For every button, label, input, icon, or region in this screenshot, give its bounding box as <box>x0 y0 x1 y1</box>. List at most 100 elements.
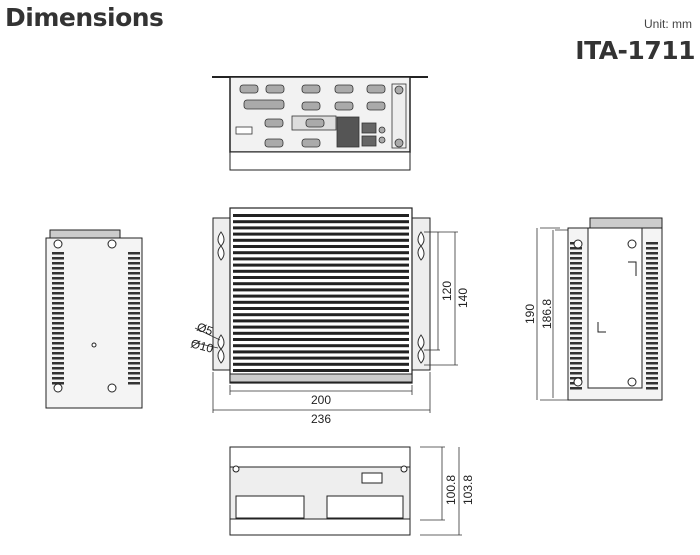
vent-slot <box>570 302 582 305</box>
vent-slot <box>646 307 658 310</box>
vent-slot <box>570 322 582 325</box>
vent-slot <box>128 292 140 295</box>
heatsink-fin <box>233 294 409 298</box>
vent-slot <box>128 267 140 270</box>
heatsink-fin <box>233 238 409 242</box>
vent-slot <box>52 322 64 325</box>
heatsink-fin <box>233 282 409 286</box>
vent-slot <box>646 282 658 285</box>
vent-slot <box>570 327 582 330</box>
heatsink-fin <box>233 300 409 304</box>
vent-slot <box>52 352 64 355</box>
vent-slot <box>646 362 658 365</box>
vent-slot <box>570 317 582 320</box>
vent-slot <box>52 262 64 265</box>
vent-slot <box>52 337 64 340</box>
heatsink-fin <box>233 245 409 248</box>
vent-slot <box>646 332 658 335</box>
dim-hole-10: Ø10 <box>189 336 215 355</box>
vent-slot <box>128 332 140 335</box>
heatsink-fin <box>233 257 409 261</box>
heatsink-fin <box>233 220 409 224</box>
vent-slot <box>570 292 582 295</box>
vent-slot <box>646 317 658 320</box>
vent-slot <box>570 262 582 265</box>
vent-slot <box>128 347 140 350</box>
heatsink-fin <box>233 288 409 292</box>
vent-slot <box>128 357 140 360</box>
heatsink-fin <box>233 226 409 230</box>
vent-slot <box>570 352 582 355</box>
vent-slot <box>646 367 658 370</box>
heatsink-fin <box>233 344 409 348</box>
vent-slot <box>128 342 140 345</box>
front-view <box>212 76 428 171</box>
vent-slot <box>570 362 582 365</box>
heatsink-fin <box>233 319 409 323</box>
vent-slot <box>52 327 64 330</box>
unit-label: Unit: mm <box>644 17 692 31</box>
vent-slot <box>128 377 140 380</box>
heatsink-fin <box>233 350 409 354</box>
vent-slot <box>52 382 64 385</box>
vent-slot <box>128 252 140 255</box>
vent-slot <box>570 272 582 275</box>
vent-slot <box>128 282 140 285</box>
vent-slot <box>128 302 140 305</box>
rear-view <box>229 446 411 536</box>
vent-slot <box>646 292 658 295</box>
page-title: Dimensions <box>5 3 164 32</box>
vent-slot <box>646 302 658 305</box>
vent-slot <box>128 322 140 325</box>
dim-mount-120: 120 <box>440 281 454 301</box>
vent-slot <box>128 367 140 370</box>
dim-width-200: 200 <box>311 393 331 407</box>
vent-slot <box>128 327 140 330</box>
vent-slot <box>570 277 582 280</box>
vent-slot <box>570 282 582 285</box>
vent-slot <box>52 372 64 375</box>
vent-slot <box>52 307 64 310</box>
vent-slot <box>52 342 64 345</box>
vent-slot <box>570 332 582 335</box>
heatsink-fin <box>233 307 409 310</box>
dim-depth-186-8: 186.8 <box>540 299 554 329</box>
right-side-view <box>567 217 663 401</box>
vent-slot <box>52 292 64 295</box>
model-name: ITA-1711 <box>575 36 695 65</box>
vent-slot <box>128 312 140 315</box>
heatsink-fin <box>233 313 409 317</box>
heatsink-fin <box>233 269 409 273</box>
vent-slot <box>128 287 140 290</box>
vent-slot <box>52 332 64 335</box>
vent-slot <box>52 297 64 300</box>
heatsink-fin <box>233 263 409 267</box>
heatsink-fin <box>233 362 409 366</box>
vent-slot <box>570 297 582 300</box>
vent-slot <box>128 382 140 385</box>
vent-slot <box>128 352 140 355</box>
dim-height-100-8: 100.8 <box>444 475 458 505</box>
vent-slot <box>570 342 582 345</box>
vent-slot <box>128 337 140 340</box>
heatsink-fin <box>233 369 409 372</box>
vent-slot <box>570 257 582 260</box>
vent-slot <box>52 267 64 270</box>
vent-slot <box>646 387 658 390</box>
vent-slot <box>128 372 140 375</box>
dim-height-103-8: 103.8 <box>461 475 475 505</box>
vent-slot <box>52 357 64 360</box>
vent-slot <box>52 312 64 315</box>
vent-slot <box>52 277 64 280</box>
vent-slot <box>52 252 64 255</box>
vent-slot <box>570 267 582 270</box>
vent-slot <box>52 257 64 260</box>
vent-slot <box>646 377 658 380</box>
heatsink-fin <box>233 331 409 335</box>
vent-slot <box>646 327 658 330</box>
vent-slot <box>570 387 582 390</box>
vent-slot <box>646 297 658 300</box>
heatsink-fin <box>233 276 409 279</box>
left-side-view <box>45 229 143 409</box>
vent-slot <box>570 312 582 315</box>
